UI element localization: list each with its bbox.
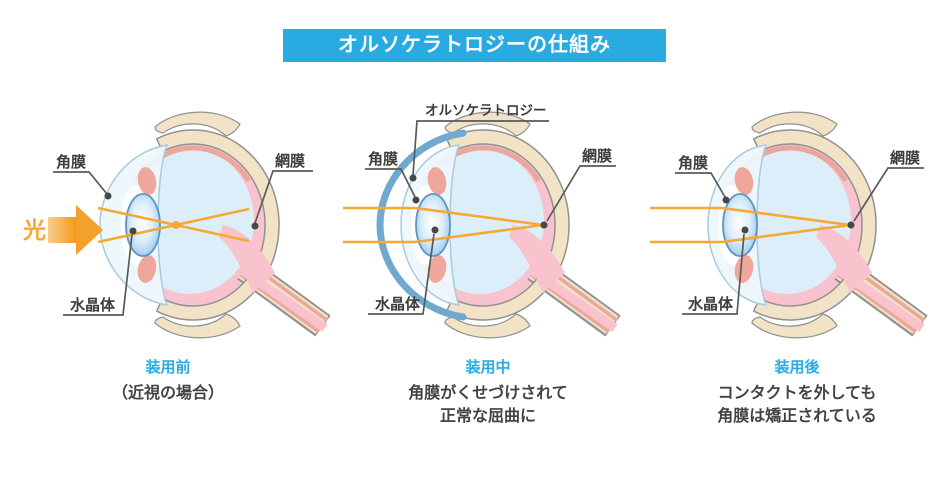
light-label: 光 — [22, 217, 46, 243]
light-arrow-icon — [48, 205, 103, 255]
svg-text:水晶体: 水晶体 — [688, 295, 734, 313]
svg-text:角膜: 角膜 — [678, 154, 708, 172]
caption-during: 装用中 角膜がくせづけされて 正常な屈曲に — [338, 356, 638, 428]
light-rays — [343, 206, 544, 244]
eye-diagram-during: オルソケラトロジー 角膜 網膜 水晶体 — [343, 75, 623, 360]
label-retina: 網膜 — [251, 152, 313, 230]
panel-during: オルソケラトロジー 角膜 網膜 水晶体 — [303, 75, 623, 360]
label-cornea: 角膜 — [53, 153, 112, 200]
label-retina: 網膜 — [847, 149, 924, 229]
label-lens: 水晶体 — [682, 226, 749, 315]
label-lens: 水晶体 — [63, 227, 137, 316]
caption-before: 装用前 （近視の場合） — [18, 356, 318, 405]
caption-line: （近視の場合） — [111, 385, 224, 402]
caption-line: コンタクトを外しても — [717, 385, 877, 402]
caption-title: 装用前 — [145, 359, 191, 376]
panel-after: 角膜 網膜 水晶体 — [610, 75, 930, 360]
eye-diagram-before: 光 角膜 網膜 水晶体 — [20, 75, 333, 360]
label-retina: 網膜 — [540, 147, 616, 229]
light-rays — [650, 206, 851, 244]
caption-title: 装用後 — [774, 359, 820, 376]
svg-text:網膜: 網膜 — [582, 147, 612, 165]
label-lens: 水晶体 — [368, 226, 439, 315]
eye-diagram-after: 角膜 網膜 水晶体 — [650, 75, 930, 360]
caption-line: 角膜がくせづけされて — [408, 385, 568, 402]
svg-text:水晶体: 水晶体 — [70, 296, 116, 314]
caption-line: 角膜は矯正されている — [717, 408, 877, 426]
svg-text:水晶体: 水晶体 — [375, 295, 421, 313]
caption-after: 装用後 コンタクトを外しても 角膜は矯正されている — [647, 356, 947, 428]
label-contact-lens: オルソケラトロジー — [409, 103, 549, 182]
svg-text:網膜: 網膜 — [890, 149, 920, 167]
svg-text:オルソケラトロジー: オルソケラトロジー — [425, 103, 547, 118]
svg-text:角膜: 角膜 — [368, 150, 398, 168]
light-rays — [97, 206, 250, 244]
panel-before: 光 角膜 網膜 水晶体 — [13, 75, 333, 360]
caption-title: 装用中 — [465, 359, 511, 376]
contact-lens-arc — [376, 129, 467, 321]
focal-point-dot — [172, 221, 180, 229]
label-cornea: 角膜 — [365, 150, 420, 204]
label-cornea: 角膜 — [675, 154, 730, 204]
caption-line: 正常な屈曲に — [439, 408, 536, 426]
svg-text:網膜: 網膜 — [275, 152, 305, 170]
page-title: オルソケラトロジーの仕組み — [283, 29, 666, 62]
svg-text:角膜: 角膜 — [56, 153, 86, 171]
